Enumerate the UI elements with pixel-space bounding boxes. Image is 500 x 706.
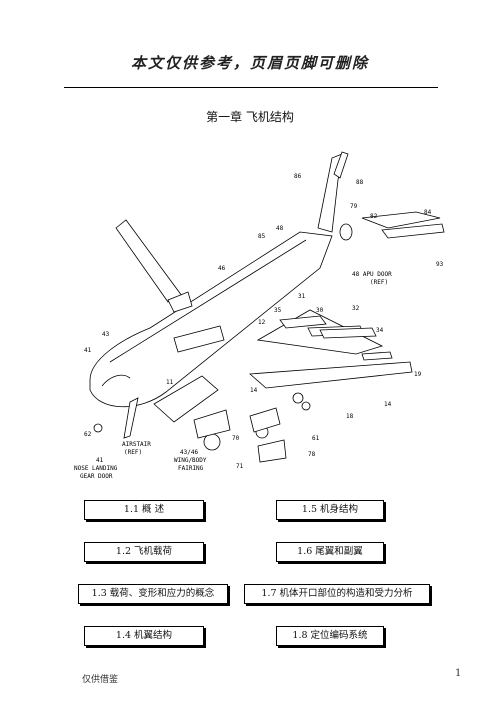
- label-84: 84: [424, 209, 432, 216]
- elevator: [381, 223, 445, 239]
- gear-strut: [249, 407, 281, 433]
- center-box: [173, 325, 225, 353]
- label-14b: 14: [384, 401, 392, 408]
- label-18: 18: [346, 413, 354, 420]
- section-1-1[interactable]: 1.1 概 述: [84, 500, 204, 520]
- right-wing: [249, 361, 413, 389]
- header-note: 本文仅供参考，页眉页脚可删除: [130, 54, 369, 72]
- chapter-title: 第一章 飞机结构: [206, 110, 294, 124]
- label-nose-gear-2: GEAR DOOR: [80, 473, 113, 480]
- label-48-apu: 48 APU DOOR: [352, 271, 392, 278]
- engine-nacelle: [257, 439, 287, 463]
- label-14a: 14: [250, 387, 258, 394]
- label-35: 35: [274, 307, 282, 314]
- label-46: 46: [218, 265, 226, 272]
- label-41: 41: [84, 347, 92, 354]
- label-86: 86: [294, 173, 302, 180]
- airstair: [123, 397, 139, 439]
- label-wing-body-3: FAIRING: [178, 465, 204, 472]
- header-rule: [64, 87, 438, 88]
- section-1-3[interactable]: 1.3 载荷、变形和应力的概念: [78, 584, 228, 604]
- label-85: 85: [258, 233, 266, 240]
- label-43: 43: [102, 331, 110, 338]
- label-79: 79: [350, 203, 358, 210]
- flap-3: [319, 327, 377, 339]
- label-30: 30: [316, 307, 324, 314]
- wheel-1: [203, 433, 221, 451]
- label-31: 31: [298, 293, 306, 300]
- engine-cowl: [193, 409, 231, 439]
- section-1-7[interactable]: 1.7 机体开口部位的构造和受力分析: [244, 584, 430, 604]
- footer-text: 仅供借鉴: [82, 675, 119, 685]
- left-wing: [115, 219, 183, 303]
- label-70: 70: [232, 435, 240, 442]
- section-1-6[interactable]: 1.6 尾翼和副翼: [276, 542, 384, 562]
- rudder: [333, 151, 349, 179]
- page-number: 1: [455, 668, 462, 679]
- actuator-2: [301, 401, 311, 411]
- actuator: [292, 392, 304, 404]
- label-32: 32: [352, 305, 360, 312]
- label-48: 48: [276, 225, 284, 232]
- label-62: 62: [84, 431, 92, 438]
- label-wing-body-2: WING/BODY: [174, 457, 207, 464]
- flap-1: [279, 315, 327, 329]
- tail-cone: [339, 223, 353, 241]
- section-1-4[interactable]: 1.4 机翼结构: [84, 626, 204, 646]
- aircraft-exploded-diagram: 86 88 79 82 84 93 85 48 48 APU DOOR (REF…: [74, 151, 445, 480]
- section-1-8[interactable]: 1.8 定位编码系统: [276, 626, 384, 646]
- fuselage: [89, 231, 333, 408]
- label-nose-gear-1: NOSE LANDING: [74, 465, 118, 472]
- label-airstair: AIRSTAIR: [122, 441, 151, 448]
- label-82: 82: [370, 213, 378, 220]
- label-11: 11: [166, 379, 174, 386]
- label-airstair-ref: (REF): [124, 449, 142, 456]
- spoiler: [361, 351, 393, 361]
- label-48-apu-ref: (REF): [370, 279, 388, 286]
- label-78: 78: [308, 451, 316, 458]
- section-1-5[interactable]: 1.5 机身结构: [276, 500, 384, 520]
- label-12: 12: [258, 319, 266, 326]
- label-41b: 41: [96, 457, 104, 464]
- nose-gear: [93, 423, 103, 433]
- label-93: 93: [436, 261, 444, 268]
- label-61: 61: [312, 435, 320, 442]
- wing-body-fairing: [153, 375, 219, 423]
- horizontal-stabilizer: [361, 211, 441, 229]
- label-71: 71: [236, 463, 244, 470]
- section-1-2[interactable]: 1.2 飞机载荷: [84, 542, 204, 562]
- label-wing-body-1: 43/46: [180, 449, 198, 456]
- label-34: 34: [376, 327, 384, 334]
- label-88: 88: [356, 179, 364, 186]
- label-19: 19: [414, 371, 422, 378]
- left-engine-pylon: [167, 291, 193, 313]
